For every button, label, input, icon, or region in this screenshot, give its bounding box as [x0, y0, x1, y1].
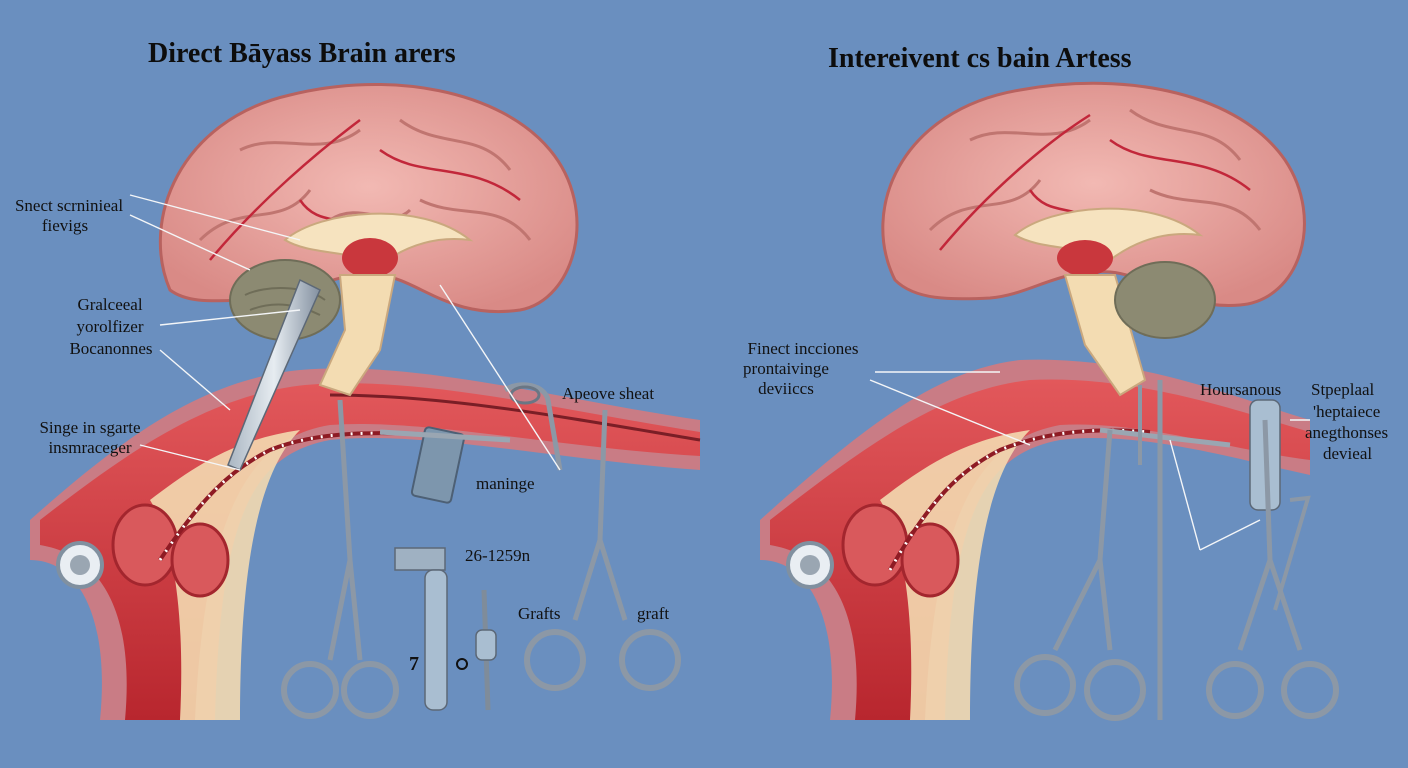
- right-instruments: [1014, 380, 1339, 721]
- label-grafts: Grafts: [518, 604, 561, 623]
- label-gralceeal: Gralceeal: [77, 295, 143, 314]
- label-26-1259n: 26-1259n: [465, 546, 531, 565]
- right-brain: [881, 81, 1306, 397]
- label-graft: graft: [637, 604, 670, 623]
- label-maninge: maninge: [476, 474, 535, 493]
- right-neck-arteries: [760, 359, 1310, 720]
- label-7: 7: [409, 653, 419, 675]
- label-devieal: devieal: [1323, 444, 1373, 463]
- label-apeove-sheat: Apeove sheat: [562, 384, 655, 403]
- left-neck-arteries: [30, 368, 701, 720]
- left-brain: [158, 82, 579, 397]
- label-anegthonses: anegthonses: [1305, 423, 1389, 442]
- right-title: Intereivent cs bain Artess: [828, 43, 1132, 74]
- label-fievigs: fievigs: [41, 216, 89, 235]
- label-prontaivinge: prontaivinge: [743, 359, 829, 378]
- label-bocanonnes: Bocanonnes: [69, 339, 153, 358]
- label-snect-scrninieal: Snect scrninieal: [14, 196, 124, 215]
- right-leader-lines: [869, 371, 1310, 551]
- label-insmraceger: insmraceger: [48, 438, 132, 457]
- label-deviiccs: deviiccs: [758, 379, 814, 398]
- left-instruments: [227, 278, 681, 719]
- left-title: Direct Bāyass Brain arers: [148, 38, 456, 69]
- label-yorolfizer: yorolfizer: [76, 317, 144, 336]
- left-leader-lines: [129, 194, 561, 471]
- right-panel: [760, 81, 1339, 721]
- label-singe-in-sgarte: Singe in sgarte: [39, 418, 141, 437]
- left-panel: [30, 82, 701, 720]
- label-hoursanous: Hoursanous: [1200, 380, 1282, 399]
- label-finect-incciones: Finect incciones: [747, 339, 859, 358]
- label-heptaiece: 'heptaiece: [1313, 402, 1381, 421]
- label-stpeplaal: Stpeplaal: [1311, 380, 1375, 399]
